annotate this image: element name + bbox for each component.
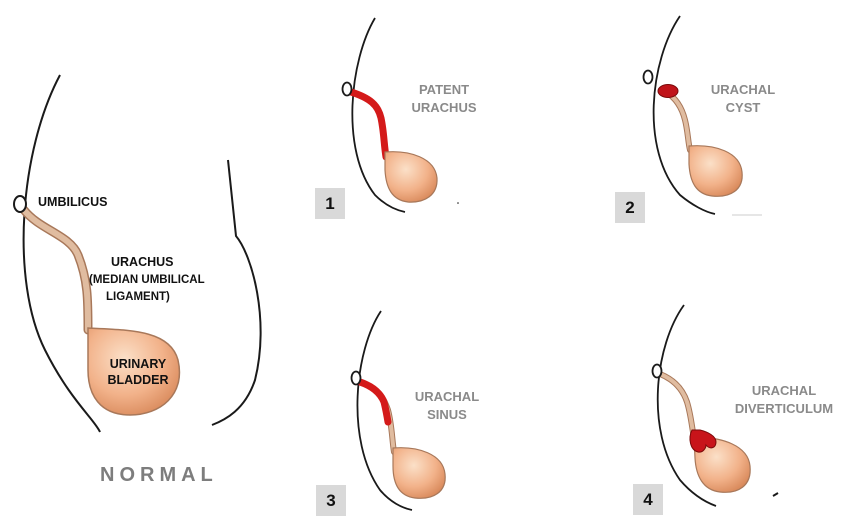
urinary-bladder-label-2: BLADDER bbox=[106, 373, 170, 389]
back-wall-curve bbox=[212, 160, 261, 425]
panel-2-bladder bbox=[689, 146, 742, 197]
panel-3-title-line1: URACHAL bbox=[407, 389, 487, 405]
patent-urachus-red bbox=[351, 92, 386, 157]
panel-1-badge: 1 bbox=[315, 188, 345, 219]
panel-2-badge: 2 bbox=[615, 192, 645, 223]
urachus-label: URACHUS bbox=[111, 255, 174, 271]
panel-1-title-line2: URACHUS bbox=[404, 100, 484, 116]
panel-2-title-line1: URACHAL bbox=[703, 82, 783, 98]
panel-3-bladder bbox=[393, 448, 445, 499]
panel-2-title-line2: CYST bbox=[703, 100, 783, 116]
umbilicus-label: UMBILICUS bbox=[38, 195, 107, 211]
urachal-sinus-red bbox=[360, 382, 388, 422]
normal-title: NORMAL bbox=[100, 464, 218, 487]
urachus-cord bbox=[24, 210, 88, 330]
panel-1-title-line1: PATENT bbox=[404, 82, 484, 98]
umbilicus-ring bbox=[14, 196, 26, 212]
panel-3-badge: 3 bbox=[316, 485, 346, 516]
urachus-sublabel-1: (MEDIAN UMBILICAL bbox=[89, 273, 205, 287]
urachal-cyst-red bbox=[658, 85, 678, 98]
panel-1-bladder bbox=[385, 152, 437, 202]
urachus-sublabel-2: LIGAMENT) bbox=[106, 290, 170, 304]
panel-3-title-line2: SINUS bbox=[407, 407, 487, 423]
panel-4-badge: 4 bbox=[633, 484, 663, 515]
urinary-bladder-label-1: URINARY bbox=[106, 357, 170, 373]
panel-4-title-line2: DIVERTICULUM bbox=[728, 401, 840, 417]
panel-4-title-line1: URACHAL bbox=[728, 383, 840, 399]
